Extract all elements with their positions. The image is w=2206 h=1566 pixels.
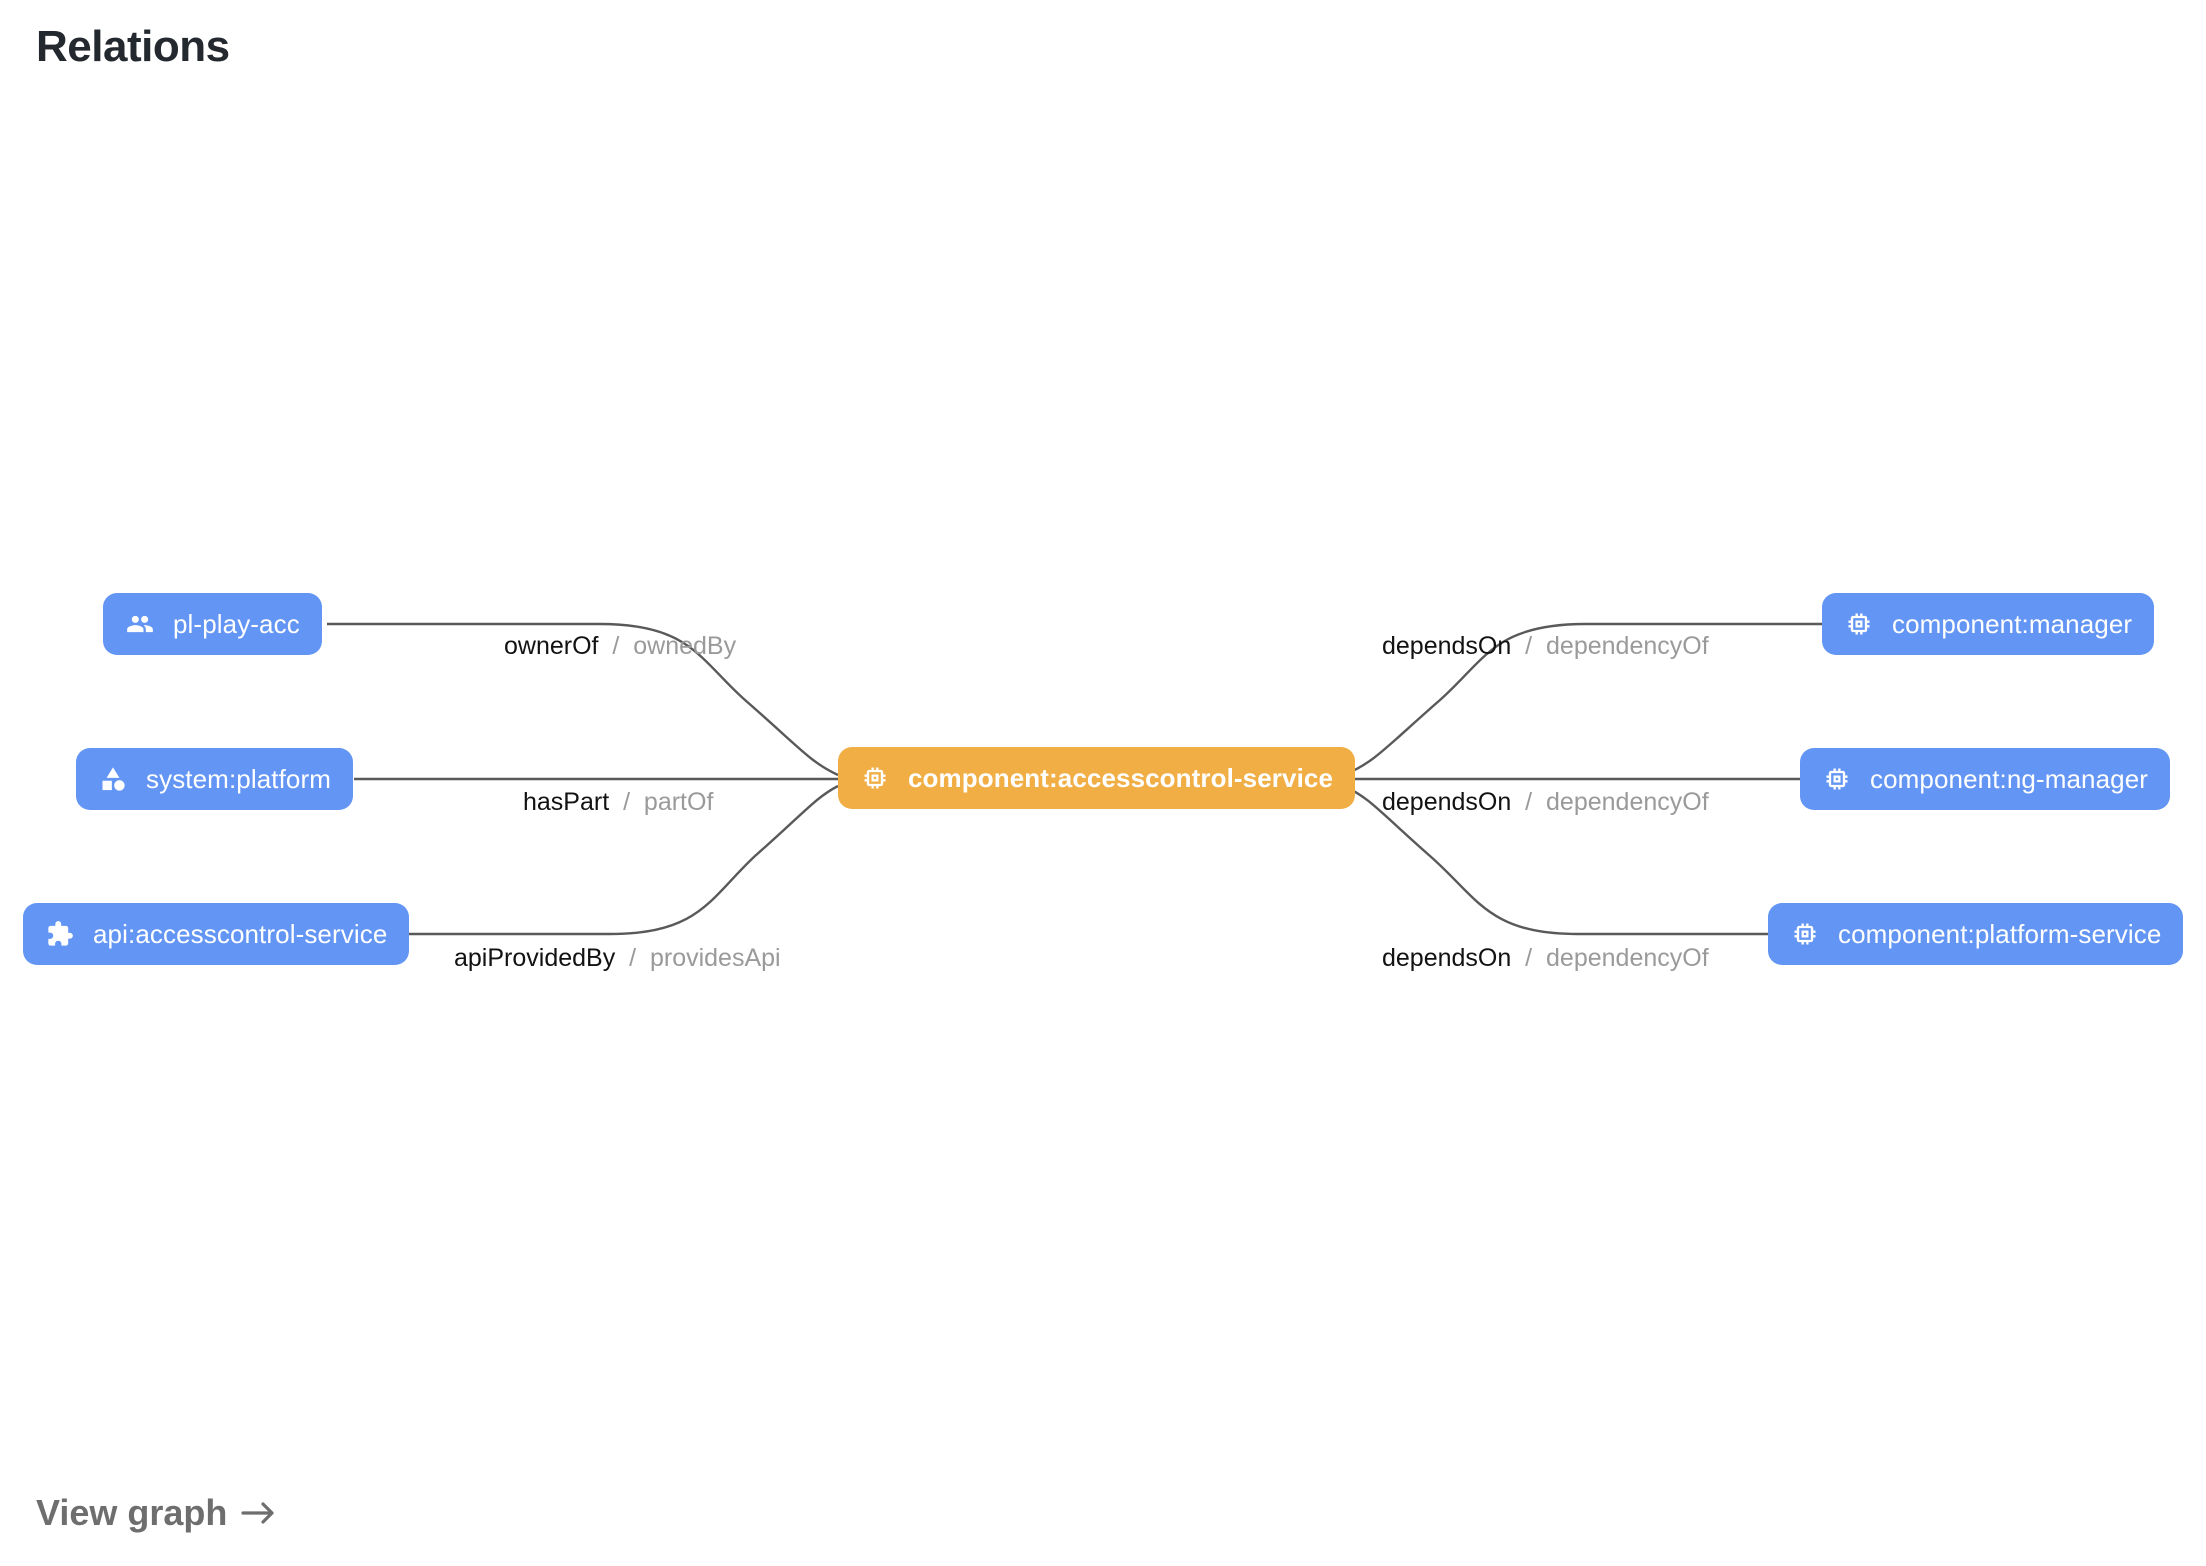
edge-label-separator: / (1518, 632, 1540, 660)
edge-label-forward: hasPart (523, 788, 610, 816)
edge-label-reverse: ownedBy (633, 632, 737, 660)
edge-label-reverse: partOf (643, 788, 714, 816)
graph-node-component-manager[interactable]: component:manager (1822, 593, 2155, 655)
graph-node-label: component:ng-manager (1870, 764, 2149, 794)
graph-node-label: component:platform-service (1838, 919, 2162, 949)
edge-label-dependsOn-manager: dependsOn / dependencyOf (1382, 634, 1709, 659)
view-graph-link[interactable]: View graph (36, 1492, 279, 1534)
edge-label-reverse: dependencyOf (1546, 788, 1709, 816)
edge-label-reverse: providesApi (649, 944, 781, 972)
graph-node-label: api:accesscontrol-service (93, 919, 388, 949)
edge-label-apiProvidedBy: apiProvidedBy / providesApi (454, 946, 781, 971)
graph-node-label: pl-play-acc (173, 609, 300, 639)
edge-label-forward: dependsOn (1382, 632, 1512, 660)
view-graph-label: View graph (36, 1492, 228, 1533)
edge-label-hasPart: hasPart / partOf (523, 790, 713, 815)
graph-node-system-platform[interactable]: system:platform (76, 748, 353, 810)
edge-label-forward: dependsOn (1382, 788, 1512, 816)
memory-chip-icon (1822, 764, 1852, 794)
group-people-icon (125, 609, 155, 639)
category-shapes-icon (98, 764, 128, 794)
edge-label-reverse: dependencyOf (1546, 632, 1709, 660)
edge-label-separator: / (1518, 788, 1540, 816)
graph-node-component-platform-service[interactable]: component:platform-service (1768, 903, 2184, 965)
arrow-right-icon (239, 1496, 279, 1530)
memory-chip-icon (860, 763, 890, 793)
graph-node-label: component:accesscontrol-service (908, 763, 1334, 793)
edge-label-dependsOn-platform-service: dependsOn / dependencyOf (1382, 946, 1709, 971)
edge-label-separator: / (1518, 944, 1540, 972)
graph-node-component-accesscontrol-service[interactable]: component:accesscontrol-service (838, 747, 1356, 809)
graph-node-api-accesscontrol-service[interactable]: api:accesscontrol-service (23, 903, 410, 965)
edge-label-separator: / (616, 788, 637, 816)
puzzle-extension-icon (45, 919, 75, 949)
edge-label-ownerOf: ownerOf / ownedBy (504, 634, 736, 659)
graph-node-component-ng-manager[interactable]: component:ng-manager (1800, 748, 2171, 810)
graph-node-label: system:platform (146, 764, 331, 794)
edge-label-forward: dependsOn (1382, 944, 1512, 972)
edge-label-forward: ownerOf (504, 632, 599, 660)
edge-label-forward: apiProvidedBy (454, 944, 616, 972)
edge-label-reverse: dependencyOf (1546, 944, 1709, 972)
edge-label-dependsOn-ng-manager: dependsOn / dependencyOf (1382, 790, 1709, 815)
page-title: Relations (36, 22, 230, 71)
memory-chip-icon (1790, 919, 1820, 949)
edge-label-separator: / (605, 632, 627, 660)
memory-chip-icon (1844, 609, 1874, 639)
graph-node-pl-play-acc[interactable]: pl-play-acc (103, 593, 322, 655)
graph-node-label: component:manager (1892, 609, 2133, 639)
edge-label-separator: / (622, 944, 644, 972)
